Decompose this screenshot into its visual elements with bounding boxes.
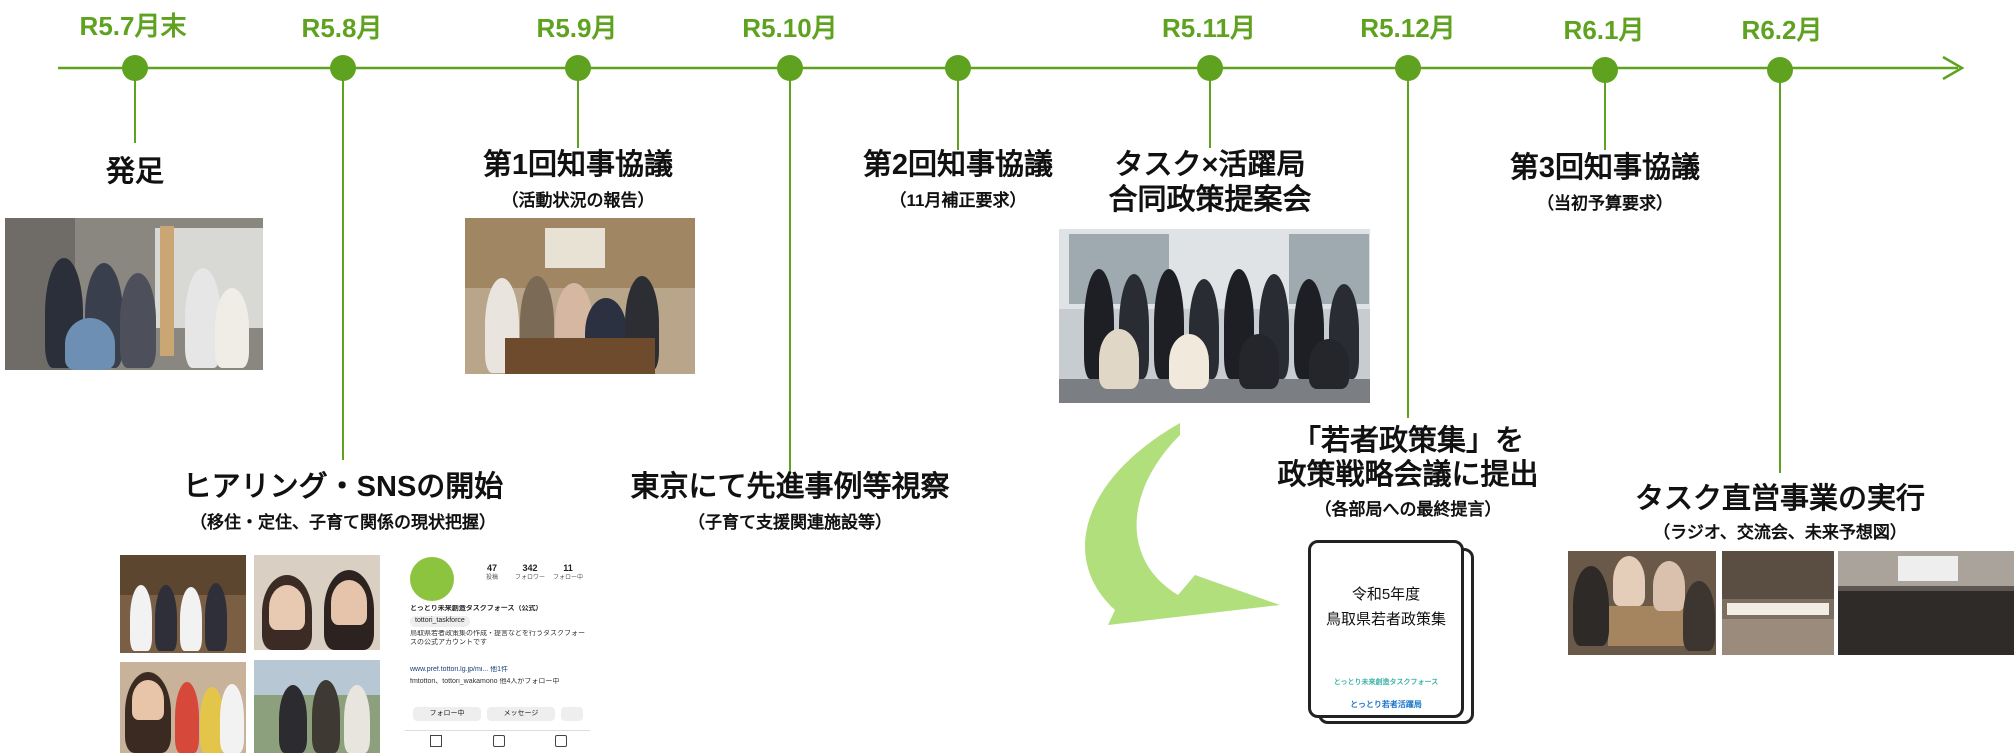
posts-label: 投稿 [485,575,498,581]
event-sub-tokyo: （子育て支援関連施設等） [688,513,892,532]
date-label: R5.11月 [1162,13,1256,43]
posts-count: 47 [486,563,497,573]
event-title-hearing: ヒアリング・SNSの開始 [182,471,504,503]
following-count: 11 [563,563,573,573]
profile-link[interactable]: www.pref.tottori.lg.jp/mi... 他1件 [410,666,509,673]
document-title: 鳥取県若者政策集 [1325,611,1446,628]
tagged-icon[interactable] [555,735,567,747]
profile-handle[interactable]: tottori_taskforce [410,616,470,627]
followers-count: 342 [522,563,538,573]
connector-line [577,68,579,148]
event-title-meeting1: 第1回知事協議 [482,149,674,181]
connector-line [1209,68,1211,148]
add-person-button[interactable] [561,707,583,721]
event-sub-meeting1: （活動状況の報告） [501,191,655,210]
profile-name: とっとり未来創造タスクフォース（公式） [410,605,543,612]
event-sub-proposal: （各部局への最終提言） [1314,500,1502,519]
event-title-meeting3: 第3回知事協議 [1509,152,1701,184]
event-title-joint-line1: タスク×活躍局 [1114,149,1306,181]
date-label: R5.9月 [536,13,618,43]
event-title-launch: 発足 [105,156,165,188]
event-title-meeting2: 第2回知事協議 [862,149,1054,181]
direct-event-photo [1722,551,1834,655]
direct-event-photo [1568,551,1716,655]
following-label: フォロー中 [552,575,583,581]
launch-photo [5,218,263,370]
grid-icon[interactable] [430,735,442,747]
date-label: R5.10月 [742,13,838,43]
date-label: R6.1月 [1563,15,1645,45]
connector-line [1604,70,1606,150]
joint-meeting-photo [1059,229,1370,403]
connector-line [1407,68,1409,418]
hearing-photo [254,660,380,753]
document-footer-bureau: とっとり若者活躍局 [1350,700,1422,709]
hearing-photo [120,555,246,653]
event-sub-hearing: （移住・定住、子育て関係の現状把握） [190,513,496,532]
event-sub-meeting2: （11月補正要求） [889,191,1027,210]
event-title-proposal-line1: 「若者政策集」を [1291,425,1525,457]
event-title-proposal-line2: 政策戦略会議に提出 [1277,459,1539,491]
meeting1-photo [465,218,695,374]
connector-line [1779,70,1781,473]
curved-arrow [1084,423,1280,625]
event-title-direct: タスク直営事業の実行 [1634,483,1926,515]
reels-icon[interactable] [493,735,505,747]
hearing-photo [120,662,246,753]
profile-bio: 鳥取県若者政策集の作成・提言などを行うタスクフォースの公式アカウントです [410,630,585,646]
document-year: 令和5年度 [1351,586,1421,603]
profile-avatar [410,557,454,601]
date-label: R5.8月 [301,13,383,43]
sns-profile-screenshot: 47 投稿 342 フォロワー 11 フォロー中 とっとり未来創造タスクフォース… [405,555,590,753]
connector-line [789,68,791,473]
message-button[interactable]: メッセージ [487,707,555,721]
event-sub-direct: （ラジオ、交流会、未来予想図） [1653,523,1907,542]
event-title-joint-line2: 合同政策提案会 [1108,184,1312,216]
connector-line [134,68,136,143]
connector-line [342,68,344,460]
date-label: R5.7月末 [79,11,187,41]
document-footer-taskforce: とっとり未来創造タスクフォース [1333,679,1439,686]
date-label: R6.2月 [1741,15,1823,45]
event-title-tokyo: 東京にて先進事例等視察 [630,471,950,503]
timeline-arrowhead [1942,55,1965,81]
policy-document: 令和5年度 鳥取県若者政策集 とっとり未来創造タスクフォース とっとり若者活躍局 [1308,540,1464,718]
direct-event-photo [1838,551,2014,655]
connector-line [957,68,959,150]
follow-button[interactable]: フォロー中 [413,707,481,721]
followed-by: fmtottori、tottori_wakamono 他4人がフォロー中 [410,678,560,685]
hearing-photo [254,555,380,650]
date-label: R5.12月 [1360,13,1456,43]
followers-label: フォロワー [514,575,545,581]
event-sub-meeting3: （当初予算要求） [1537,194,1673,213]
